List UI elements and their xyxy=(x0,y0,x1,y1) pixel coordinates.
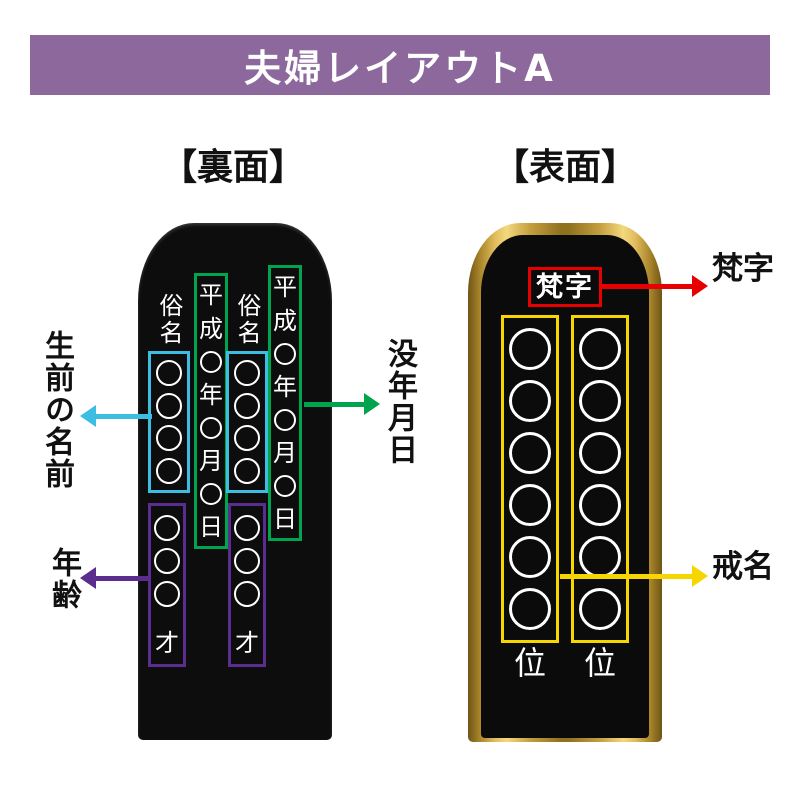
circle xyxy=(156,425,182,452)
char: 日 xyxy=(273,505,297,533)
page-title: 夫婦レイアウトA xyxy=(244,47,556,90)
circle xyxy=(274,409,296,431)
rank-char-2: 位 xyxy=(583,644,616,682)
kaimyo-box-2 xyxy=(571,315,629,643)
circle xyxy=(234,392,260,419)
char: 成 xyxy=(199,315,223,343)
secular-name-column-2: 俗名 xyxy=(226,293,268,493)
label-death-date: 没年月日 xyxy=(382,338,417,466)
label-lifetime-name: 生前の名前 xyxy=(39,330,74,490)
circle xyxy=(156,360,182,387)
circle xyxy=(234,581,260,607)
label-kaimyo: 戒名 xyxy=(712,549,774,585)
arrow-head-right xyxy=(692,275,708,297)
circle xyxy=(579,328,621,370)
circle xyxy=(154,548,180,574)
circle xyxy=(579,380,621,422)
circle xyxy=(579,484,621,526)
circle xyxy=(156,392,182,419)
age-suffix: 才 xyxy=(155,629,179,657)
circle xyxy=(234,457,260,484)
char: 平 xyxy=(199,281,223,309)
circle xyxy=(200,417,222,439)
kaimyo-arrow xyxy=(560,565,708,587)
char: 月 xyxy=(199,447,223,475)
circle xyxy=(200,483,222,505)
arrow-line xyxy=(96,575,150,581)
bonji-arrow xyxy=(602,275,708,297)
arrow-head-right xyxy=(364,393,380,415)
secular-name-box-2 xyxy=(226,351,268,493)
rank-char-1: 位 xyxy=(513,644,546,682)
arrow-head-left xyxy=(80,405,96,427)
circle xyxy=(234,515,260,541)
char: 年 xyxy=(199,381,223,409)
age-box-1: 才 xyxy=(148,503,186,667)
circle xyxy=(509,484,551,526)
arrow-line xyxy=(96,413,152,419)
circle xyxy=(274,343,296,365)
circle xyxy=(509,536,551,578)
arrow-line xyxy=(560,573,692,579)
circle xyxy=(234,360,260,387)
bonji-box: 梵字 xyxy=(528,267,602,307)
death-date-column-2: 平成年月日 xyxy=(268,265,302,541)
circle xyxy=(579,588,621,630)
front-tablet: 梵字 位 位 xyxy=(468,223,662,742)
secular-name-label: 俗名 xyxy=(155,293,183,347)
char: 日 xyxy=(199,513,223,541)
age-suffix: 才 xyxy=(235,629,259,657)
header-banner: 夫婦レイアウトA xyxy=(30,35,770,95)
label-bonji: 梵字 xyxy=(712,251,774,287)
circle xyxy=(200,351,222,373)
death-date-arrow xyxy=(304,393,380,415)
age-circles xyxy=(234,515,260,607)
front-side-title: 【表面】 xyxy=(492,147,637,188)
circle xyxy=(234,425,260,452)
circle xyxy=(509,588,551,630)
secular-name-column-1: 俗名 xyxy=(148,293,190,493)
secular-name-box-1 xyxy=(148,351,190,493)
secular-name-label: 俗名 xyxy=(233,293,261,347)
char: 平 xyxy=(273,273,297,301)
lifetime-name-arrow xyxy=(80,405,152,427)
back-side-title: 【裏面】 xyxy=(160,147,305,188)
label-age: 年齢 xyxy=(46,547,81,611)
age-circles xyxy=(154,515,180,607)
circle xyxy=(509,328,551,370)
arrow-line xyxy=(602,283,692,289)
char: 月 xyxy=(273,439,297,467)
circle xyxy=(509,380,551,422)
circle xyxy=(234,548,260,574)
circle xyxy=(154,515,180,541)
circle xyxy=(154,581,180,607)
death-date-column-1: 平成年月日 xyxy=(194,273,228,549)
bonji-text: 梵字 xyxy=(536,271,594,303)
circle xyxy=(509,432,551,474)
arrow-line xyxy=(304,401,364,407)
front-tablet-face xyxy=(481,235,649,738)
arrow-head-right xyxy=(692,565,708,587)
char: 年 xyxy=(273,373,297,401)
circle xyxy=(274,475,296,497)
circle xyxy=(579,432,621,474)
age-box-2: 才 xyxy=(228,503,266,667)
arrow-head-left xyxy=(80,567,96,589)
back-tablet: 俗名 平成年月日 俗名 平成年月日 才 才 xyxy=(138,223,332,740)
char: 成 xyxy=(273,307,297,335)
age-arrow xyxy=(80,567,150,589)
circle xyxy=(156,457,182,484)
kaimyo-box-1 xyxy=(501,315,559,643)
